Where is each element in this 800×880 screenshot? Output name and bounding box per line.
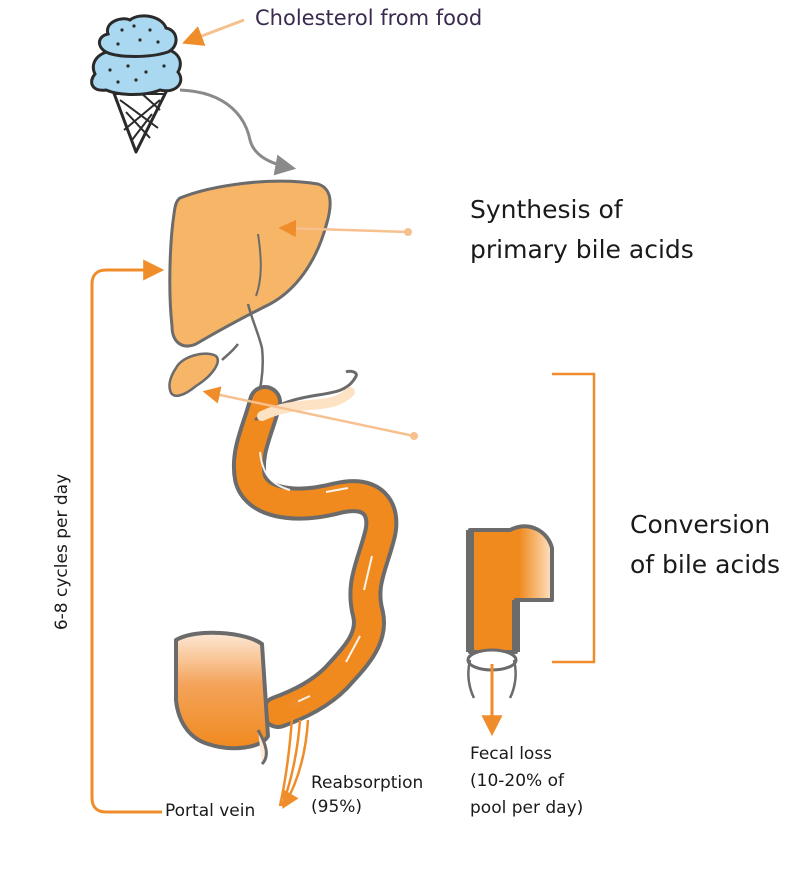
colon-icon — [176, 633, 268, 764]
reabsorption-lines — [280, 718, 308, 806]
portal-vein-label: Portal vein — [165, 801, 255, 821]
conversion-pointer-dot — [410, 432, 418, 440]
cycle-loop-arrow — [92, 270, 162, 812]
conversion-label: Conversion of bile acids — [630, 505, 780, 585]
large-intestine-segment — [468, 526, 552, 698]
liver-icon — [170, 181, 330, 346]
conversion-pointer — [206, 392, 414, 436]
fecal-loss-label: Fecal loss (10-20% of pool per day) — [470, 741, 583, 822]
small-intestine-icon — [249, 371, 381, 712]
conversion-bracket — [552, 374, 594, 662]
synthesis-label: Synthesis of primary bile acids — [470, 190, 694, 270]
cholesterol-label: Cholesterol from food — [255, 6, 482, 30]
cycles-label: 6-8 cycles per day — [52, 474, 72, 630]
cholesterol-pointer — [186, 20, 244, 42]
reabsorption-label: Reabsorption (95%) — [311, 771, 423, 819]
synthesis-pointer-dot — [404, 228, 412, 236]
food-to-liver-arrow — [180, 90, 292, 168]
gallbladder-icon — [169, 354, 217, 396]
ice-cream-icon — [92, 16, 181, 152]
